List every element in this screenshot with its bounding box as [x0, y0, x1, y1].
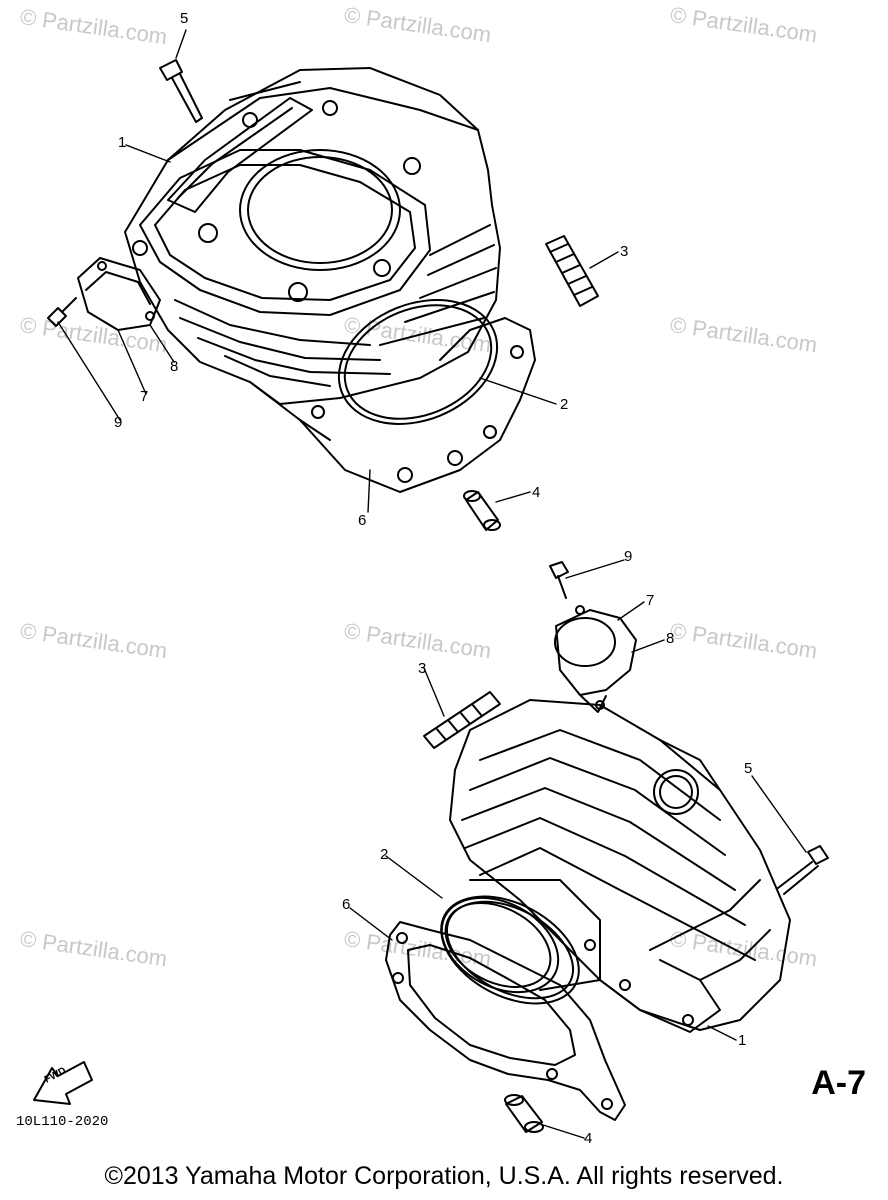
bolt-bottom — [777, 845, 829, 895]
screw-bottom — [549, 561, 569, 599]
cylinder-block-top — [124, 67, 501, 405]
o-ring-bottom — [440, 895, 580, 1005]
copyright-notice: ©2013 Yamaha Motor Corporation, U.S.A. A… — [104, 1162, 784, 1190]
callout-top-4: 4 — [532, 484, 541, 501]
callout-top-6: 6 — [358, 512, 367, 529]
callout-top-2: 2 — [560, 396, 569, 413]
callout-bottom-5: 5 — [744, 760, 753, 777]
fwd-arrow-icon — [33, 1061, 93, 1105]
part-code: 10L110-2020 — [16, 1114, 109, 1130]
callout-bottom-4: 4 — [584, 1130, 593, 1147]
callout-bottom-7: 7 — [646, 592, 655, 609]
cylinder-base-gasket-top — [249, 317, 536, 493]
screw-top — [47, 297, 77, 327]
o-ring-top — [337, 299, 499, 425]
callout-bottom-3: 3 — [418, 660, 427, 677]
callout-bottom-2: 2 — [380, 846, 389, 863]
side-cover-bottom — [554, 605, 637, 713]
callout-top-1: 1 — [118, 134, 127, 151]
callout-top-8: 8 — [170, 358, 179, 375]
ribbed-sleeve-top — [545, 235, 599, 307]
cylinder-base-gasket-bottom — [385, 921, 626, 1121]
callout-bottom-6: 6 — [342, 896, 351, 913]
dowel-bottom — [504, 1094, 544, 1133]
dowel-top — [463, 490, 501, 531]
cylinder-block-bottom — [440, 699, 791, 1033]
callout-bottom-1: 1 — [738, 1032, 747, 1049]
callout-bottom-9: 9 — [624, 548, 633, 565]
callout-top-9: 9 — [114, 414, 123, 431]
ribbed-sleeve-bottom — [423, 691, 501, 749]
callout-bottom-8: 8 — [666, 630, 675, 647]
bolt-top — [159, 59, 203, 123]
callout-top-7: 7 — [140, 388, 149, 405]
callout-top-3: 3 — [620, 243, 629, 260]
figure-id: A-7 — [811, 1064, 866, 1102]
callout-top-5: 5 — [180, 10, 189, 27]
side-cover-top — [77, 257, 161, 331]
